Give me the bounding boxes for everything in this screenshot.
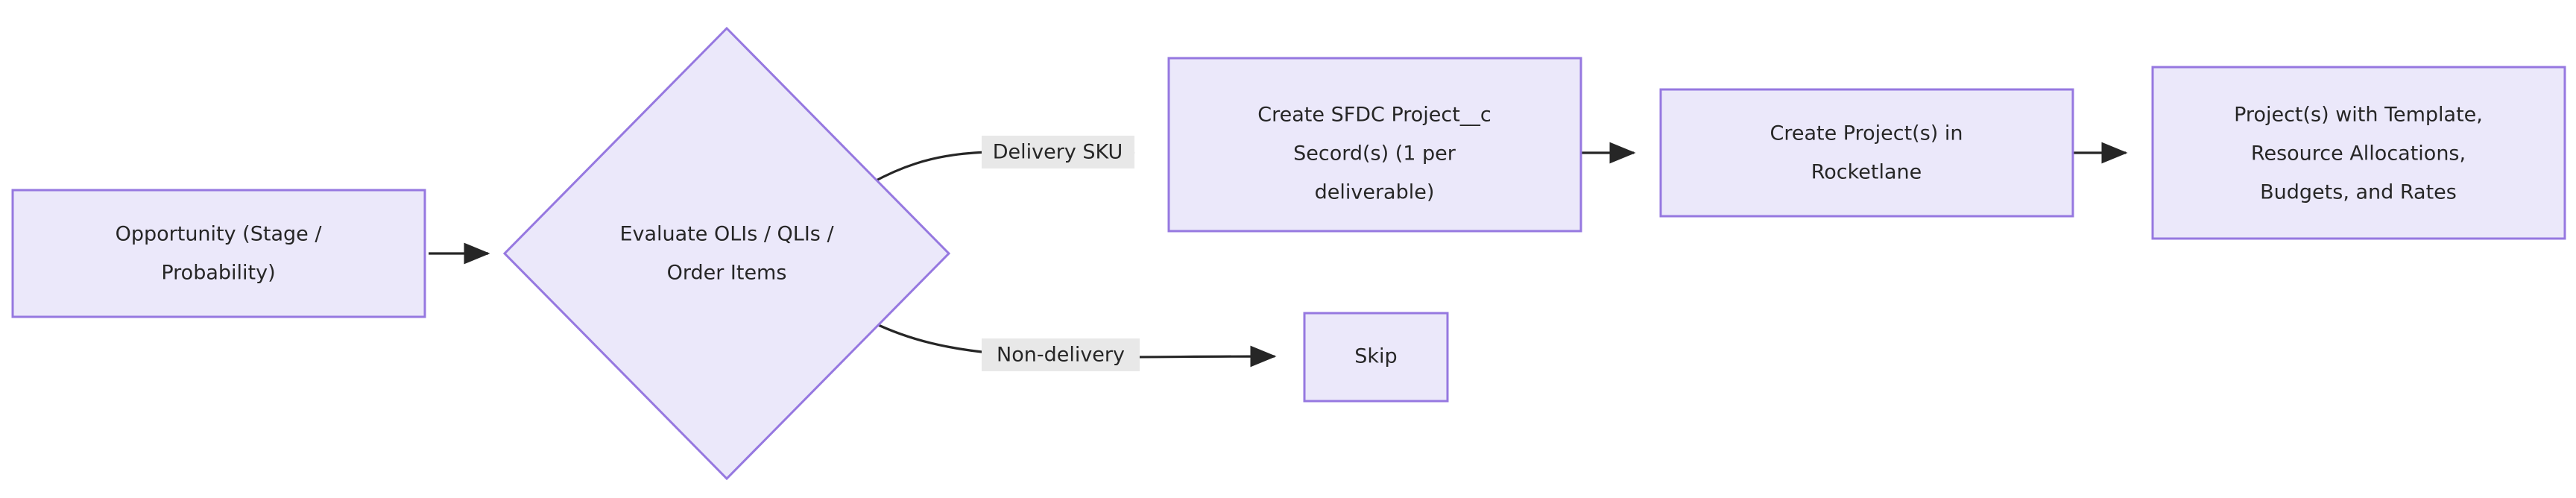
node-skip[interactable]: Skip — [1303, 312, 1449, 403]
edge-label-non-delivery: Non-delivery — [982, 338, 1140, 371]
edge-label-background — [982, 136, 1134, 168]
node-create-sfdc-shape[interactable] — [1167, 57, 1582, 233]
node-create-sfdc-line-2: Secord(s) (1 per — [1293, 142, 1456, 166]
node-projects-result-line-1: Project(s) with Template, — [2234, 104, 2483, 127]
node-create-rocketlane[interactable]: Create Project(s) in Rocketlane — [1659, 88, 2074, 218]
node-projects-result-shape[interactable] — [2151, 66, 2566, 240]
node-skip-shape[interactable] — [1303, 312, 1449, 403]
node-projects-result-line-2: Resource Allocations, — [2251, 142, 2466, 166]
node-projects-result[interactable]: Project(s) with Template, Resource Alloc… — [2151, 66, 2566, 240]
node-evaluate-line-2: Order Items — [667, 262, 787, 285]
node-create-sfdc-line-3: deliverable) — [1315, 181, 1435, 204]
node-projects-result-line-3: Budgets, and Rates — [2260, 181, 2457, 204]
node-create-rocketlane-line-2: Rocketlane — [1811, 161, 1922, 184]
node-skip-label: Skip — [1354, 345, 1397, 368]
node-create-rocketlane-line-1: Create Project(s) in — [1770, 122, 1963, 145]
edge-label-text: Non-delivery — [997, 344, 1125, 367]
edge-label-text: Delivery SKU — [993, 141, 1123, 164]
edge-label-background — [982, 338, 1140, 371]
edge-label-delivery-sku: Delivery SKU — [982, 136, 1134, 168]
node-opportunity-line-2: Probability) — [161, 262, 275, 285]
node-evaluate-shape[interactable] — [502, 26, 951, 481]
node-create-sfdc-line-1: Create SFDC Project__c — [1257, 104, 1491, 127]
node-evaluate[interactable]: Evaluate OLIs / QLIs / Order Items — [502, 26, 951, 481]
node-create-rocketlane-shape[interactable] — [1659, 88, 2074, 218]
node-opportunity[interactable]: Opportunity (Stage / Probability) — [11, 189, 426, 318]
node-opportunity-line-1: Opportunity (Stage / — [116, 223, 323, 246]
node-evaluate-line-1: Evaluate OLIs / QLIs / — [619, 223, 834, 246]
node-opportunity-shape[interactable] — [11, 189, 426, 318]
node-create-sfdc[interactable]: Create SFDC Project__c Secord(s) (1 per … — [1167, 57, 1582, 233]
